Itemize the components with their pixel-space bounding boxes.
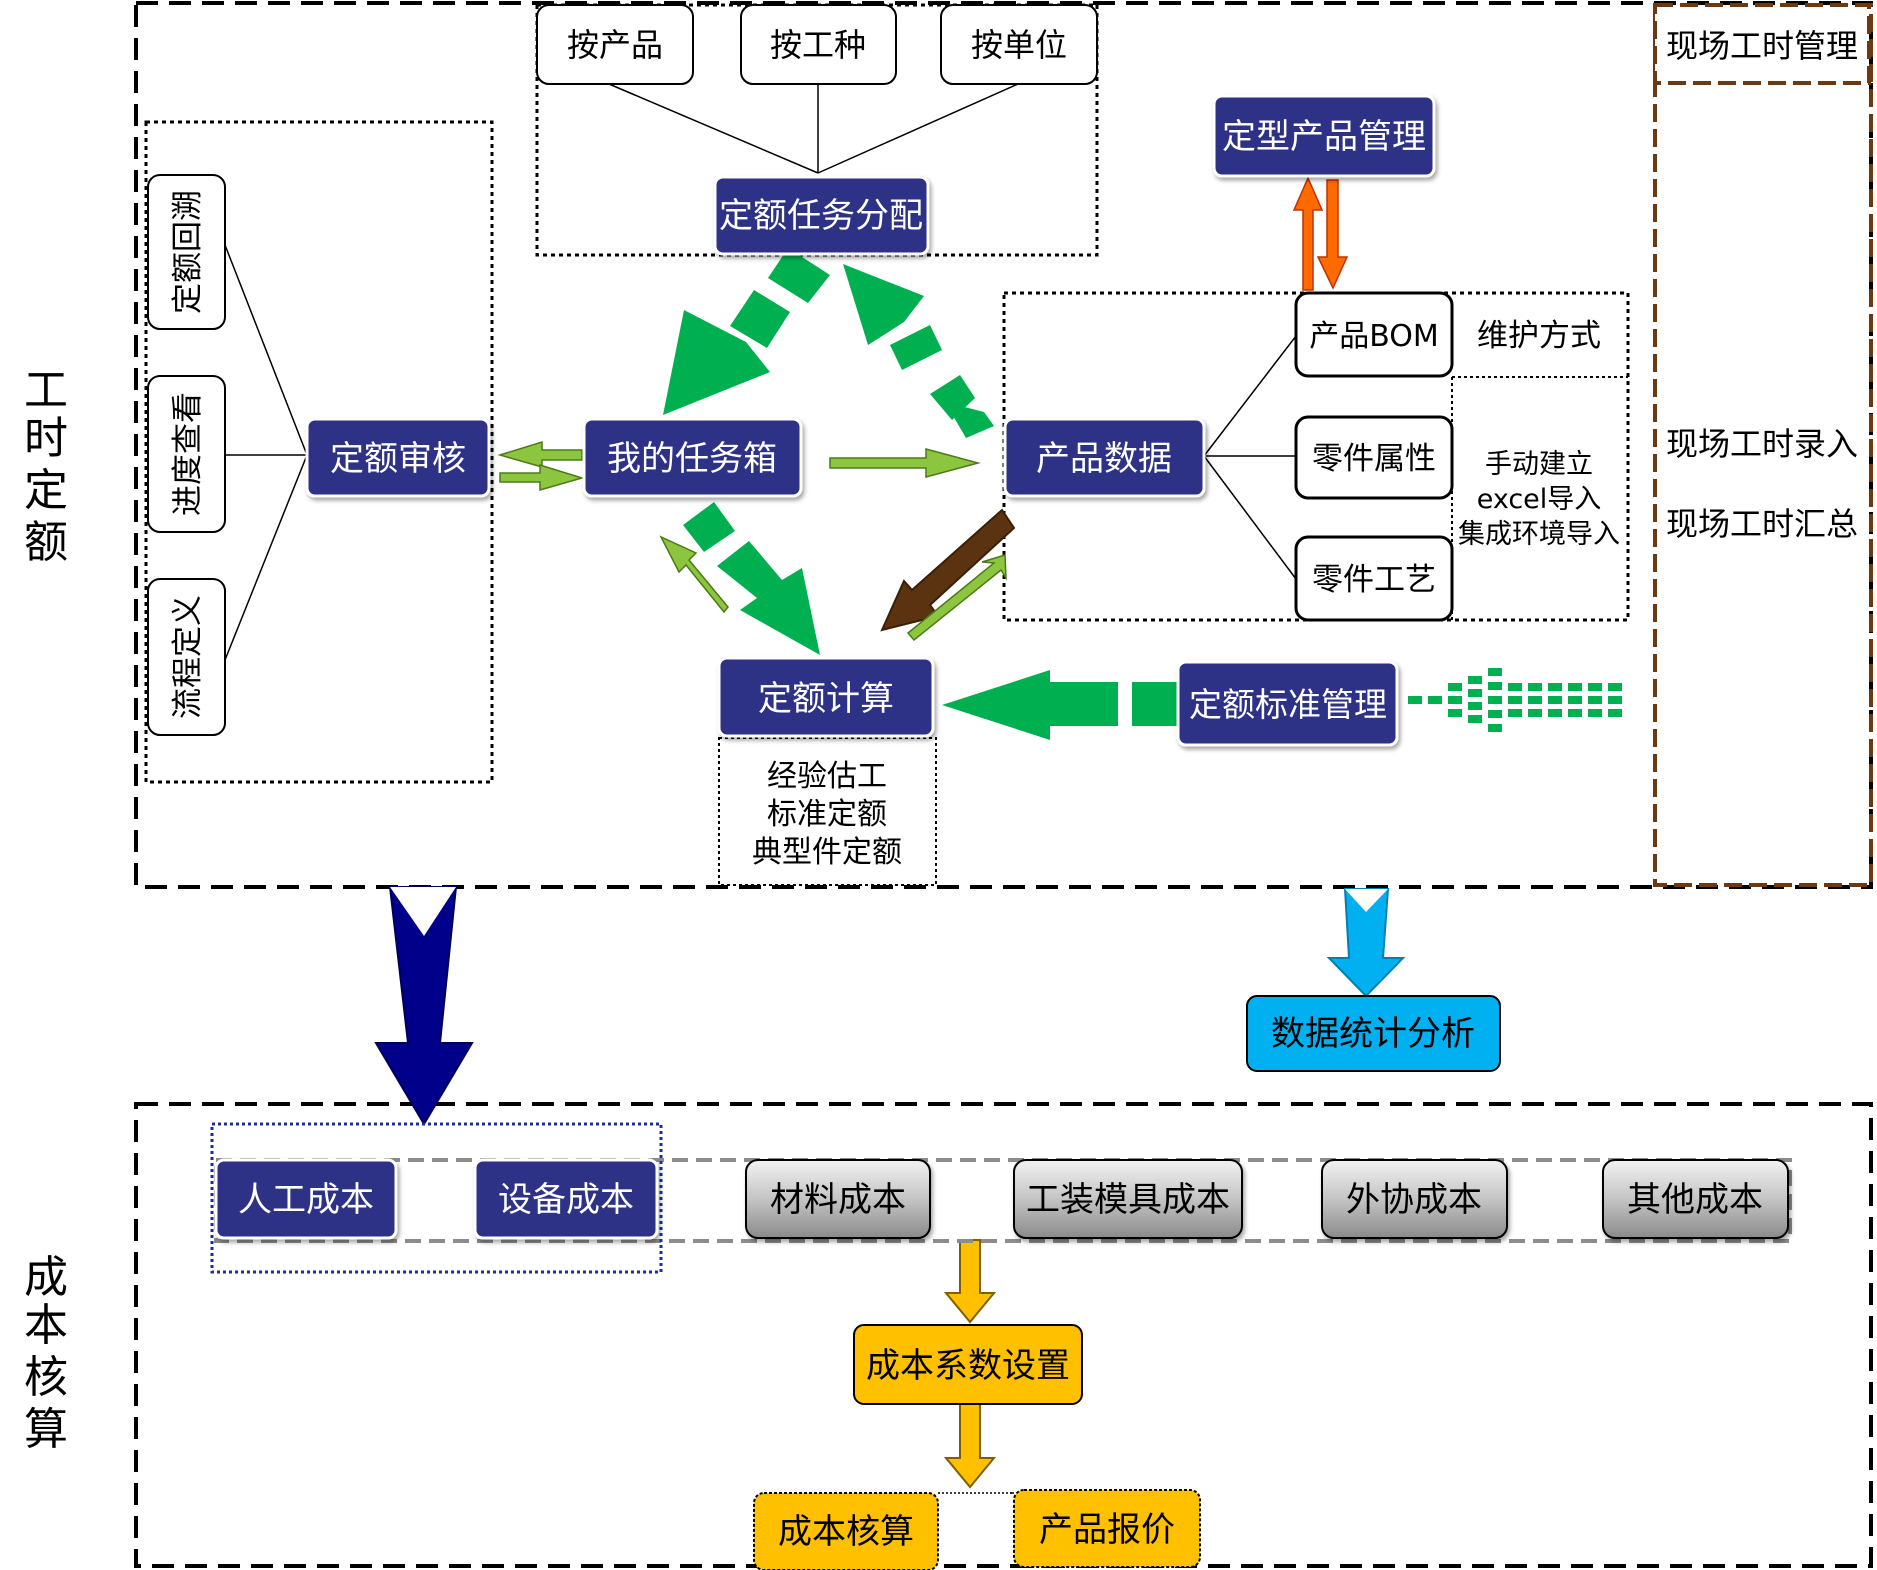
labor-equipment-frame: [210, 1122, 663, 1274]
calc-box[interactable]: [717, 656, 935, 738]
tooling-cost-label: 工装模具成本: [1026, 1180, 1230, 1220]
section-label-cost-2: 本: [24, 1300, 68, 1351]
stats-box[interactable]: [1246, 995, 1501, 1072]
product-data-box[interactable]: [1003, 417, 1206, 498]
cost-items-frame: [214, 1158, 1792, 1243]
maintain-method-1: 手动建立: [1485, 449, 1593, 480]
quote-box[interactable]: [1013, 1489, 1201, 1568]
calc-method-2: 标准定额: [767, 797, 887, 832]
maintain-method-3: 集成环境导入: [1458, 519, 1620, 550]
by-trade-box[interactable]: [740, 4, 897, 85]
typed-product-label: 定型产品管理: [1222, 117, 1426, 157]
part-attr-label: 零件属性: [1312, 441, 1436, 477]
process-box[interactable]: [147, 578, 226, 736]
stats-label: 数据统计分析: [1271, 1014, 1475, 1054]
review-frame: [144, 120, 494, 784]
arrow-data-to-assign: [843, 264, 994, 438]
arrow-standard-to-calc: [942, 670, 1178, 740]
part-attr-box[interactable]: [1294, 415, 1454, 500]
section-label-cost-4: 算: [24, 1404, 68, 1455]
section-label-quota-3: 定: [24, 465, 68, 516]
site-management-title-box: [1653, 3, 1871, 85]
arrow-inbox-to-calc: [683, 502, 820, 655]
section-label-cost-3: 核: [24, 1352, 68, 1403]
by-product-label: 按产品: [567, 26, 663, 64]
calc-method-3: 典型件定额: [752, 835, 902, 870]
arrow-quota-to-cost: [374, 886, 474, 1126]
calc-methods-frame: [718, 737, 937, 886]
material-cost-box[interactable]: [745, 1159, 931, 1239]
other-cost-label: 其他成本: [1627, 1180, 1763, 1220]
task-assign-label: 定额任务分配: [719, 196, 923, 236]
progress-box[interactable]: [147, 375, 226, 533]
section-label-cost-1: 成: [24, 1252, 68, 1303]
site-entry-label: 现场工时录入: [1666, 425, 1858, 463]
trace-label: 定额回溯: [170, 190, 206, 314]
by-product-box[interactable]: [536, 4, 694, 85]
maintain-method-2: excel导入: [1477, 484, 1602, 515]
connectors: [224, 83, 1297, 1494]
review-label: 定额审核: [330, 439, 466, 479]
arrow-quota-notch: [390, 887, 456, 936]
site-summary-label: 现场工时汇总: [1666, 505, 1858, 543]
progress-label: 进度查看: [170, 392, 206, 516]
calc-method-1: 经验估工: [767, 759, 887, 794]
section-label-quota-1: 工: [24, 365, 68, 416]
inbox-box[interactable]: [582, 417, 803, 498]
arrow-coef-to-accounting: [943, 1403, 997, 1489]
standard-box[interactable]: [1176, 660, 1399, 747]
cost-section-frame: [134, 1102, 1873, 1568]
other-cost-box[interactable]: [1602, 1159, 1789, 1239]
by-unit-label: 按单位: [971, 26, 1067, 64]
accounting-box[interactable]: [753, 1492, 939, 1570]
quote-label: 产品报价: [1039, 1510, 1175, 1550]
product-data-label: 产品数据: [1036, 439, 1172, 479]
section-label-quota-2: 时: [24, 413, 68, 464]
arrow-data-to-calc: [880, 508, 1016, 632]
labor-cost-label: 人工成本: [238, 1180, 374, 1220]
tooling-cost-box[interactable]: [1013, 1159, 1243, 1239]
accounting-label: 成本核算: [778, 1512, 914, 1552]
outsourcing-cost-label: 外协成本: [1346, 1180, 1482, 1220]
part-process-label: 零件工艺: [1312, 562, 1436, 598]
arrow-costs-to-coef: [943, 1239, 997, 1324]
bom-box[interactable]: [1294, 291, 1454, 378]
arrow-assign-to-inbox: [663, 248, 830, 415]
standard-label: 定额标准管理: [1189, 685, 1387, 724]
by-trade-label: 按工种: [770, 26, 866, 64]
coef-box[interactable]: [853, 1324, 1083, 1405]
site-management-title: 现场工时管理: [1666, 27, 1858, 65]
trace-box[interactable]: [147, 174, 226, 330]
outsourcing-cost-box[interactable]: [1321, 1159, 1508, 1239]
section-label-quota-4: 额: [24, 517, 68, 568]
arrow-stats-notch: [1345, 889, 1388, 912]
arrow-bom-typed-product: [1292, 176, 1349, 291]
quota-section-frame: [134, 1, 1873, 889]
typed-product-box[interactable]: [1212, 94, 1436, 178]
labor-cost-box[interactable]: [214, 1158, 398, 1240]
equipment-cost-box[interactable]: [473, 1158, 659, 1240]
bom-label: 产品BOM: [1309, 319, 1439, 354]
standard-dotted-trail: [1408, 668, 1622, 732]
material-cost-label: 材料成本: [770, 1180, 906, 1220]
inbox-label: 我的任务箱: [607, 439, 777, 479]
equipment-cost-label: 设备成本: [498, 1180, 634, 1220]
part-process-box[interactable]: [1294, 535, 1454, 622]
task-assign-box[interactable]: [713, 175, 930, 256]
by-unit-box[interactable]: [940, 4, 1098, 85]
calc-label: 定额计算: [758, 679, 894, 719]
arrow-quota-to-stats: [1326, 888, 1406, 998]
light-green-arrows: [497, 440, 1007, 642]
process-label: 流程定义: [170, 595, 206, 719]
review-box[interactable]: [305, 417, 491, 498]
maintain-title: 维护方式: [1477, 318, 1601, 354]
coef-label: 成本系数设置: [866, 1346, 1070, 1386]
